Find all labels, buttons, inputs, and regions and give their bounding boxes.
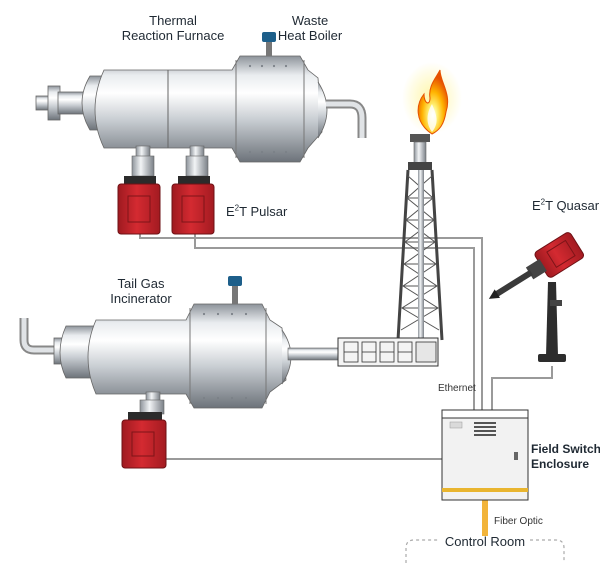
- thermal-reaction-furnace-label: Thermal Reaction Furnace: [118, 13, 228, 43]
- control-room-label: Control Room: [444, 534, 526, 549]
- thermal-label-line1: Thermal: [149, 13, 197, 28]
- fiber-optic-cable: [482, 500, 488, 536]
- tail-gas-incinerator: [19, 276, 339, 415]
- pulsar-label: E2T Pulsar: [226, 204, 287, 219]
- pulsar-analyzer-2: [171, 176, 215, 235]
- quasar-label: E2T Quasar: [532, 198, 599, 213]
- quasar-sup: 2: [540, 197, 546, 207]
- thermal-label-line2: Reaction Furnace: [121, 28, 225, 43]
- tail-gas-incinerator-label: Tail Gas Incinerator: [96, 276, 186, 306]
- pulsar-analyzer-1: [117, 176, 161, 235]
- waste-label-line2: Heat Boiler: [277, 28, 343, 43]
- ethernet-label: Ethernet: [438, 383, 476, 394]
- flare-stack: [337, 62, 462, 367]
- field-switch-label: Field Switch Enclosure: [531, 442, 600, 472]
- fiber-optic-label: Fiber Optic: [494, 516, 543, 527]
- waste-label-line1: Waste: [291, 13, 329, 28]
- switch-label-line2: Enclosure: [531, 457, 590, 471]
- switch-label-line1: Field Switch: [531, 442, 600, 456]
- thermal-reaction-furnace: [35, 32, 367, 177]
- control-room-outline: [405, 539, 565, 563]
- incinerator-analyzer: [121, 412, 167, 469]
- tailgas-label-line1: Tail Gas: [117, 276, 165, 291]
- ethernet-cables: [139, 232, 553, 460]
- pulsar-suffix: T Pulsar: [239, 204, 288, 219]
- quasar-analyzer: [488, 232, 585, 362]
- pulsar-prefix: E: [226, 204, 235, 219]
- quasar-prefix: E: [532, 198, 541, 213]
- tailgas-label-line2: Incinerator: [110, 291, 172, 306]
- field-switch-enclosure: [441, 409, 529, 501]
- quasar-suffix: T Quasar: [545, 198, 600, 213]
- pulsar-sup: 2: [234, 203, 240, 213]
- waste-heat-boiler-label: Waste Heat Boiler: [270, 13, 350, 43]
